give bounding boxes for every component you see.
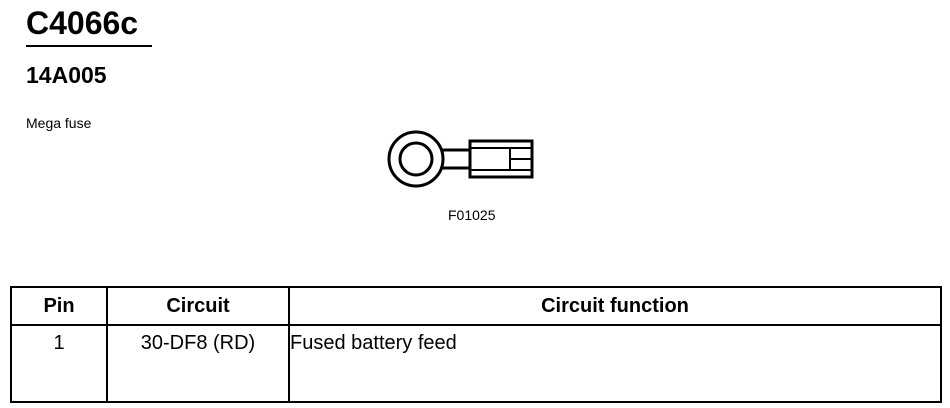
part-number: 14A005 [26,62,107,88]
connector-id-underline [26,45,152,47]
circuit-function: Fused battery feed [288,324,942,403]
connector-id: C4066c [26,5,139,41]
ring-terminal-icon [387,130,534,188]
header-pin: Pin [10,286,108,326]
circuit-code: 30-DF8 (RD) [106,324,290,403]
table-header-row: Pin Circuit Circuit function [10,286,942,326]
pin-table: Pin Circuit Circuit function 1 30-DF8 (R… [10,286,942,403]
figure-code: F01025 [448,207,496,223]
header-circuit-function: Circuit function [288,286,942,326]
header-circuit: Circuit [106,286,290,326]
table-row: 1 30-DF8 (RD) Fused battery feed [10,324,942,403]
connector-description: Mega fuse [26,115,92,131]
pin-number: 1 [10,324,108,403]
